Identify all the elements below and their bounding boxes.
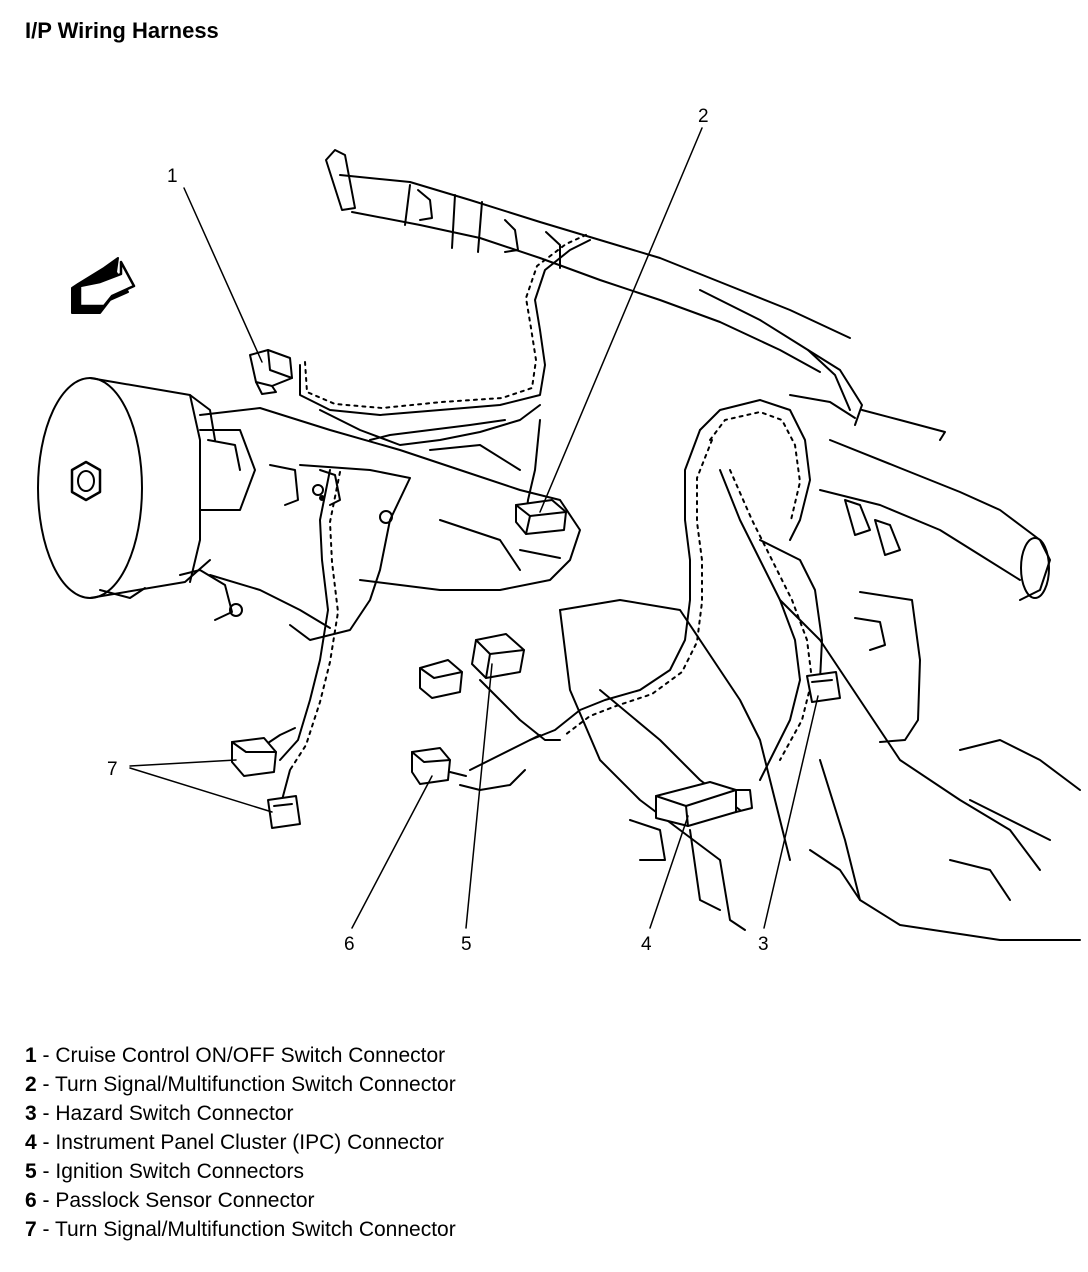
connector-1 <box>249 349 293 395</box>
legend-number: 1 <box>25 1044 37 1067</box>
callout-7: 7 <box>107 759 118 780</box>
connector-4 <box>655 781 753 827</box>
upper-duct <box>325 149 946 441</box>
legend-separator: - <box>36 1073 55 1096</box>
legend-item: 4 - Instrument Panel Cluster (IPC) Conne… <box>25 1128 456 1157</box>
connector-3 <box>806 671 841 703</box>
legend-item: 1 - Cruise Control ON/OFF Switch Connect… <box>25 1041 456 1070</box>
callout-3: 3 <box>758 934 769 955</box>
legend-item: 5 - Ignition Switch Connectors <box>25 1157 456 1186</box>
legend-text: Cruise Control ON/OFF Switch Connector <box>55 1044 446 1067</box>
legend-number: 3 <box>25 1102 37 1125</box>
connector-5 <box>419 633 525 699</box>
callout-5: 5 <box>461 934 472 955</box>
dash-structure <box>559 599 1081 941</box>
legend-number: 6 <box>25 1189 37 1212</box>
legend-text: Turn Signal/Multifunction Switch Connect… <box>54 1218 456 1241</box>
connector-2 <box>515 499 567 535</box>
legend-text: Ignition Switch Connectors <box>55 1160 304 1183</box>
connector-7 <box>231 737 301 829</box>
legend-text: Passlock Sensor Connector <box>55 1189 315 1212</box>
legend-item: 3 - Hazard Switch Connector <box>25 1099 456 1128</box>
legend-separator: - <box>36 1189 56 1212</box>
wiring-harness-illustration: 1 2 3 4 5 6 7 <box>37 106 1081 955</box>
legend-list: 1 - Cruise Control ON/OFF Switch Connect… <box>25 1041 456 1244</box>
connector-6 <box>411 747 467 785</box>
callout-2: 2 <box>698 106 709 127</box>
steering-wheel-hub <box>37 377 331 629</box>
diagram-title: I/P Wiring Harness <box>25 18 219 43</box>
direction-arrow-icon <box>71 257 136 314</box>
legend-text: Hazard Switch Connector <box>55 1102 294 1125</box>
legend-separator: - <box>36 1218 55 1241</box>
legend-item: 7 - Turn Signal/Multifunction Switch Con… <box>25 1215 456 1244</box>
legend-number: 5 <box>25 1160 37 1183</box>
callout-1: 1 <box>167 166 178 187</box>
right-duct <box>819 439 1051 743</box>
legend-separator: - <box>36 1102 56 1125</box>
legend-text: Instrument Panel Cluster (IPC) Connector <box>55 1131 445 1154</box>
legend-separator: - <box>36 1044 56 1067</box>
legend-number: 7 <box>25 1218 37 1241</box>
callout-4: 4 <box>641 934 652 955</box>
legend-item: 2 - Turn Signal/Multifunction Switch Con… <box>25 1070 456 1099</box>
legend-separator: - <box>36 1131 56 1154</box>
steering-column <box>199 407 581 641</box>
legend-text: Turn Signal/Multifunction Switch Connect… <box>54 1073 456 1096</box>
legend-item: 6 - Passlock Sensor Connector <box>25 1186 456 1215</box>
legend-number: 2 <box>25 1073 37 1096</box>
legend-number: 4 <box>25 1131 37 1154</box>
leader-lines <box>129 127 819 929</box>
legend-separator: - <box>36 1160 56 1183</box>
callout-6: 6 <box>344 934 355 955</box>
wiring-harness <box>264 233 823 811</box>
